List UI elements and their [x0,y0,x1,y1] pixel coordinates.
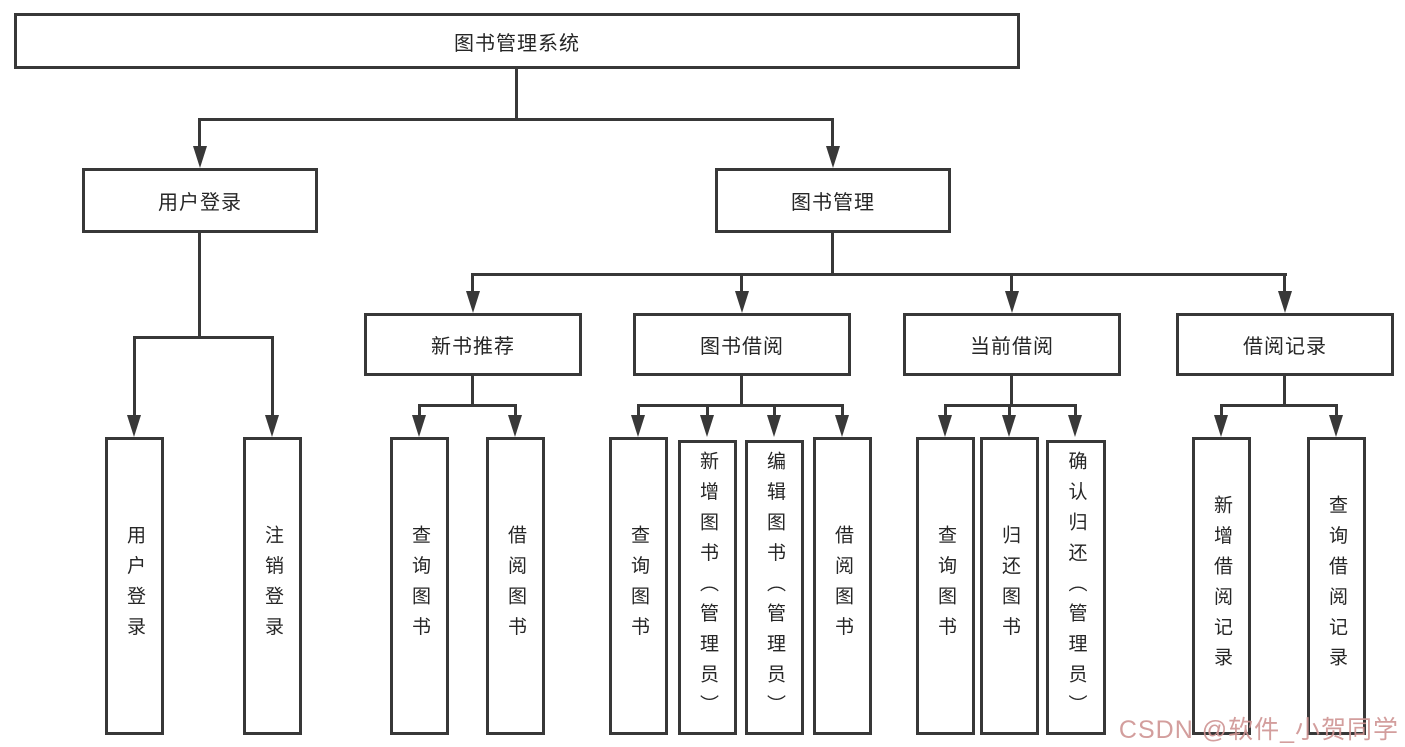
arrowhead-icon [1214,415,1228,437]
leaf-cb-confirm-return-admin: 确认归还（管理员） [1046,440,1106,735]
connector [1220,404,1223,418]
leaf-bb-add-books-admin: 新增图书（管理员） [678,440,737,735]
node-new-book-recommend: 新书推荐 [364,313,582,376]
node-borrow-records: 借阅记录 [1176,313,1394,376]
connector [133,336,136,417]
leaf-logout: 注销登录 [243,437,302,735]
connector [706,404,709,418]
leaf-nb-borrow-books: 借阅图书 [486,437,545,735]
arrowhead-icon [193,146,207,168]
connector [418,404,421,418]
connector [471,273,1287,276]
connector [637,404,844,407]
connector [1283,376,1286,407]
arrowhead-icon [700,415,714,437]
arrowhead-icon [631,415,645,437]
connector [773,404,776,418]
arrowhead-icon [1278,291,1292,313]
leaf-bb-edit-books-admin-label: 编辑图书（管理员） [764,450,785,725]
arrowhead-icon [1005,291,1019,313]
arrowhead-icon [265,415,279,437]
connector [740,273,743,295]
leaf-bb-query-books-label: 查询图书 [628,525,649,647]
connector [1283,273,1286,295]
connector [831,233,834,276]
node-new-book-recommend-label: 新书推荐 [431,336,515,358]
leaf-br-query-record-label: 查询借阅记录 [1326,494,1347,678]
leaf-br-add-record-label: 新增借阅记录 [1211,494,1232,678]
arrowhead-icon [835,415,849,437]
leaf-bb-query-books: 查询图书 [609,437,668,735]
connector [1220,404,1338,407]
connector [198,233,201,339]
leaf-nb-query-books-label: 查询图书 [409,525,430,647]
arrowhead-icon [938,415,952,437]
connector [1335,404,1338,418]
leaf-br-add-record: 新增借阅记录 [1192,437,1251,735]
node-book-borrow-label: 图书借阅 [700,336,784,358]
leaf-nb-query-books: 查询图书 [390,437,449,735]
leaf-logout-label: 注销登录 [262,525,283,647]
arrowhead-icon [1068,415,1082,437]
arrowhead-icon [1329,415,1343,437]
leaf-cb-query-books: 查询图书 [916,437,975,735]
connector [198,118,834,121]
leaf-cb-return-books-label: 归还图书 [999,525,1020,647]
leaf-user-login-label: 用户登录 [124,525,145,647]
arrowhead-icon [508,415,522,437]
connector [841,404,844,418]
arrowhead-icon [767,415,781,437]
node-current-borrow-label: 当前借阅 [970,336,1054,358]
leaf-bb-edit-books-admin: 编辑图书（管理员） [745,440,804,735]
connector [1008,404,1011,418]
connector [944,404,947,418]
leaf-bb-add-books-admin-label: 新增图书（管理员） [697,450,718,725]
connector [740,376,743,407]
connector [1074,404,1077,418]
watermark: CSDN @软件_小贺同学 [1118,716,1399,744]
connector [831,118,834,148]
connector [1010,273,1013,295]
node-root-label: 图书管理系统 [454,32,580,55]
leaf-bb-borrow-books-label: 借阅图书 [832,525,853,647]
leaf-bb-borrow-books: 借阅图书 [813,437,872,735]
arrowhead-icon [412,415,426,437]
leaf-br-query-record: 查询借阅记录 [1307,437,1366,735]
connector [198,118,201,148]
connector [133,336,274,339]
node-root: 图书管理系统 [14,13,1020,69]
arrowhead-icon [127,415,141,437]
node-current-borrow: 当前借阅 [903,313,1121,376]
node-user-login: 用户登录 [82,168,318,233]
connector [418,404,517,407]
node-book-management-label: 图书管理 [791,192,875,214]
arrowhead-icon [735,291,749,313]
connector [637,404,640,418]
node-book-borrow: 图书借阅 [633,313,851,376]
connector [514,404,517,418]
connector [515,69,518,121]
connector [271,336,274,417]
arrowhead-icon [466,291,480,313]
connector [471,273,474,295]
arrowhead-icon [826,146,840,168]
arrowhead-icon [1002,415,1016,437]
node-borrow-records-label: 借阅记录 [1243,336,1327,358]
connector [471,376,474,407]
leaf-nb-borrow-books-label: 借阅图书 [505,525,526,647]
leaf-cb-confirm-return-admin-label: 确认归还（管理员） [1065,450,1087,725]
leaf-cb-return-books: 归还图书 [980,437,1039,735]
node-book-management: 图书管理 [715,168,951,233]
connector [1010,376,1013,407]
node-user-login-label: 用户登录 [158,192,242,214]
leaf-user-login: 用户登录 [105,437,164,735]
leaf-cb-query-books-label: 查询图书 [935,525,956,647]
